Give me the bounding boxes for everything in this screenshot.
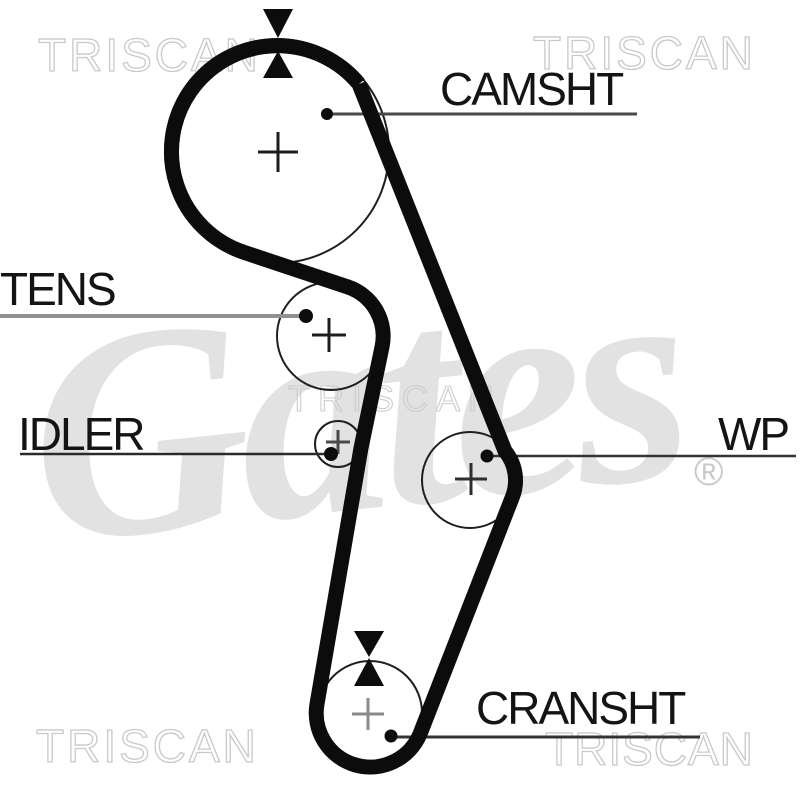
leader-dot-camsht: [321, 108, 333, 120]
leader-dot-cransht: [384, 729, 398, 743]
label-water-pump: WP: [718, 408, 790, 460]
leader-dot-tens: [299, 309, 313, 323]
triscan-watermark-middle: TRISCAN: [287, 378, 503, 419]
label-tensioner-pulley: TENS: [0, 263, 117, 315]
label-idler-pulley: IDLER: [18, 408, 145, 460]
crankshaft-mark-arrow: [354, 658, 384, 686]
timing-belt: [164, 38, 524, 775]
crankshaft-mark-arrow: [354, 631, 384, 657]
triscan-watermark-bottom-left: TRISCAN: [35, 720, 259, 772]
label-crankshaft-pulley: CRANSHT: [476, 682, 686, 734]
label-camshaft-pulley: CAMSHT: [440, 63, 624, 115]
camshaft-mark-arrow: [263, 9, 293, 38]
registered-trademark-icon: ®: [694, 450, 724, 494]
leader-dot-wp: [480, 449, 494, 463]
camshaft-mark-arrow: [263, 51, 293, 78]
triscan-watermark-top-right: TRISCAN: [532, 27, 756, 79]
leader-dot-idler: [324, 447, 338, 461]
triscan-watermark-bottom-right: TRISCAN: [544, 723, 754, 775]
